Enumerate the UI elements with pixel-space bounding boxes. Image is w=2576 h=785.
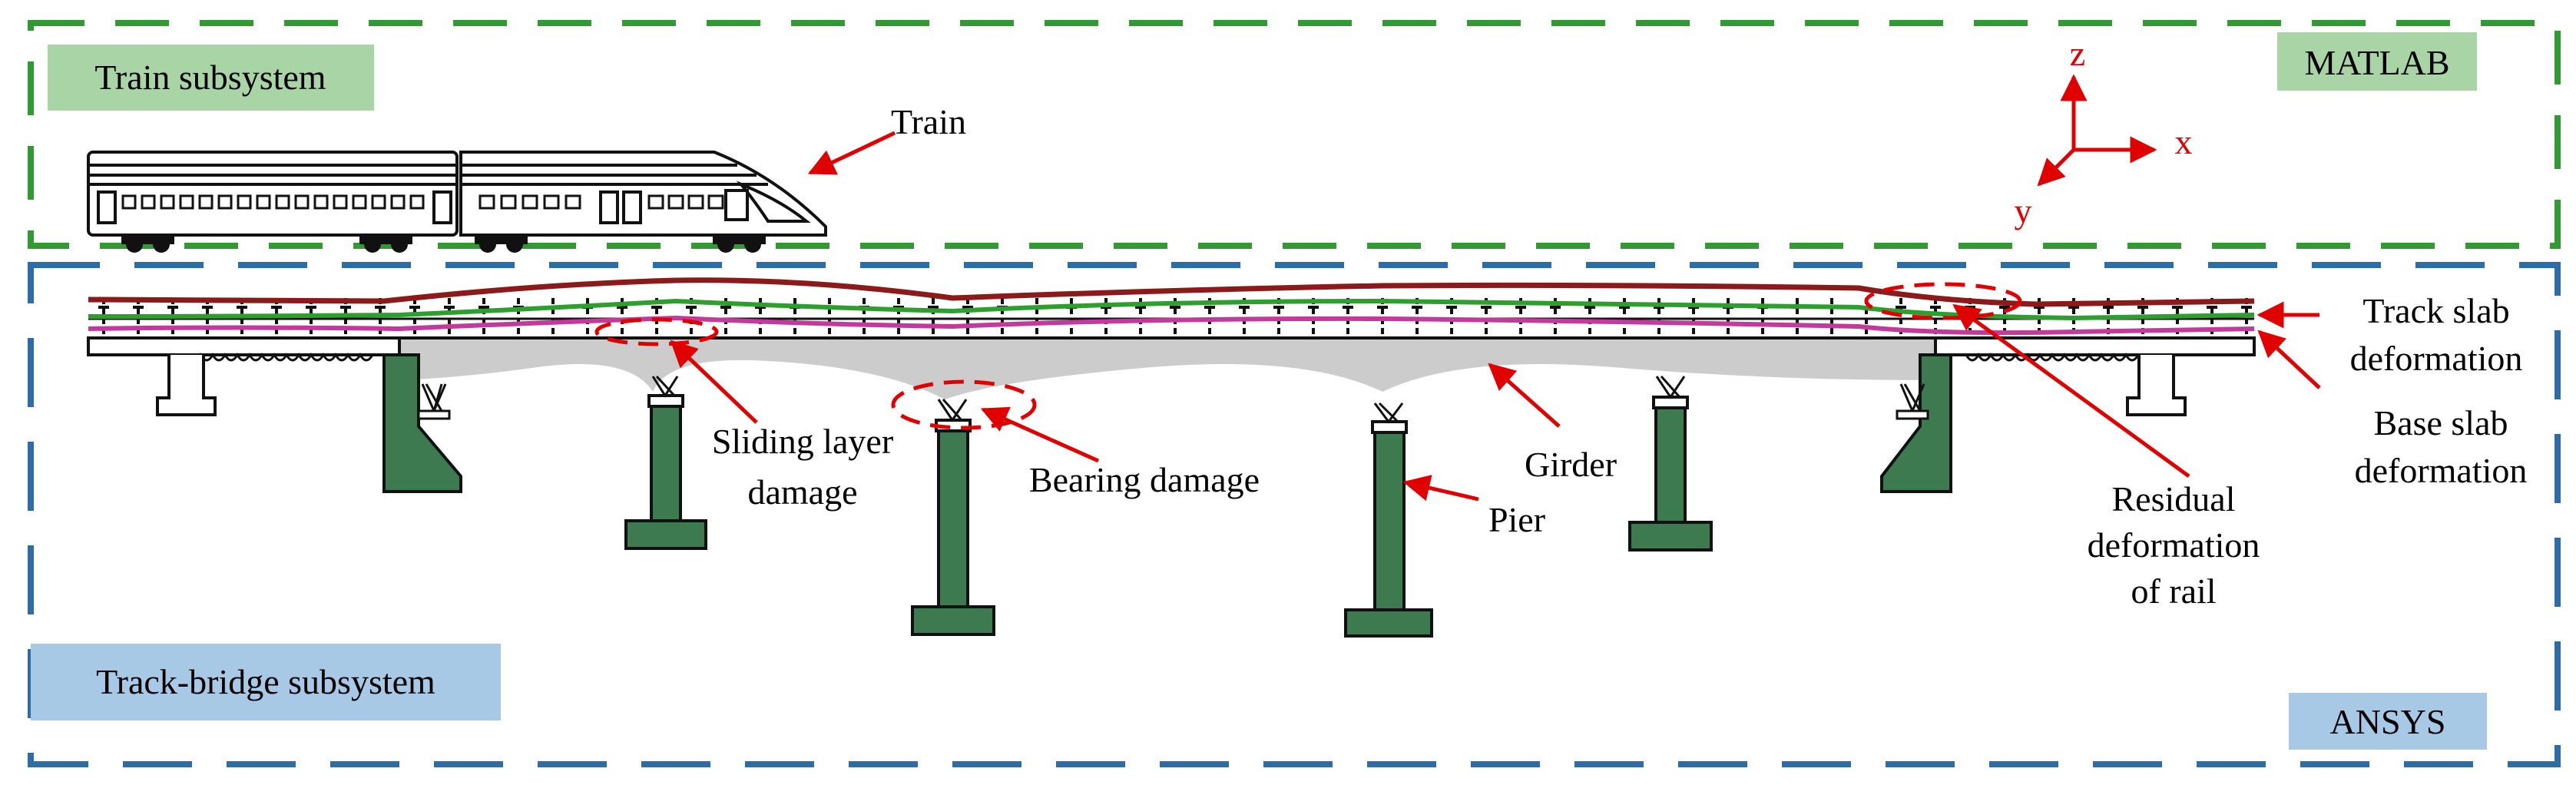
annotation-labels: Sliding layer damage Bearing damage Gird… [712, 291, 2528, 611]
track-slab-deformation-line [88, 298, 2255, 321]
ansys-label: ANSYS [2330, 702, 2446, 741]
train-window [198, 194, 214, 210]
pier-1 [624, 394, 707, 550]
bearing-damage-label: Bearing damage [1029, 460, 1260, 499]
pier-2 [911, 419, 995, 636]
train-window [256, 194, 271, 210]
train-window [179, 194, 194, 210]
train-window [121, 194, 137, 210]
bridge-subsystem-tag: Track-bridge subsystem [31, 644, 501, 720]
train-label: Train [891, 102, 966, 141]
residual-label-2: deformation [2088, 525, 2260, 565]
matlab-label: MATLAB [2304, 43, 2449, 82]
z-axis-label: z [2070, 34, 2085, 73]
train-window [313, 194, 329, 210]
fastener [444, 298, 455, 338]
fastener [375, 298, 386, 338]
fastener [1654, 298, 1664, 338]
bearings [417, 375, 1929, 424]
base-slab-label-1: Base slab [2373, 403, 2508, 442]
train-window [667, 194, 684, 210]
train-subsystem-frame [28, 20, 2561, 249]
abutment-right [1880, 353, 1952, 493]
girder [399, 338, 1935, 399]
x-axis-label: x [2175, 122, 2193, 161]
train-window [275, 194, 290, 210]
y-axis-label: y [2015, 191, 2032, 230]
fastener [755, 298, 766, 338]
fastener [1584, 298, 1595, 338]
train-window [687, 194, 704, 210]
pier-4 [1628, 396, 1713, 551]
train-window [294, 194, 310, 210]
fastener [1619, 298, 1630, 338]
train-window [543, 194, 560, 210]
rail-residual-ellipse [1864, 282, 2022, 320]
train-window [565, 194, 581, 210]
approach-span-left [87, 336, 401, 416]
train-window [352, 194, 367, 210]
train-illustration [87, 151, 827, 253]
abutment-left [382, 353, 462, 493]
fastener [409, 298, 420, 338]
coordinate-axes [2037, 74, 2157, 187]
residual-label-1: Residual [2112, 479, 2236, 518]
girder-label: Girder [1525, 445, 1617, 484]
matlab-tag: MATLAB [2277, 32, 2477, 91]
fastener [1515, 298, 1526, 338]
train-window [160, 194, 175, 210]
train-window [333, 194, 348, 210]
sliding-layer-damage-ellipse [594, 317, 719, 346]
sliding-layer-label-1: Sliding layer [712, 422, 893, 461]
fastener [962, 298, 973, 338]
train-window [500, 194, 517, 210]
train-window [390, 194, 406, 210]
fastener [1135, 298, 1146, 338]
train-arrow [807, 131, 896, 175]
train-window [478, 194, 495, 210]
residual-label-3: of rail [2131, 571, 2216, 611]
train-subsystem-label: Train subsystem [94, 58, 326, 97]
track-slab-label-2: deformation [2350, 339, 2523, 378]
annotation-arrows [670, 301, 2321, 502]
rail-deformation-line [88, 277, 2255, 307]
ansys-tag: ANSYS [2289, 693, 2487, 750]
fastener [306, 298, 316, 338]
bearing-damage-ellipse [891, 379, 1037, 430]
pier-3 [1344, 420, 1433, 638]
bridge-subsystem-frame [28, 262, 2561, 767]
track-slab-label-1: Track slab [2362, 291, 2509, 330]
base-slab-label-2: deformation [2355, 451, 2528, 490]
approach-span-right [1934, 336, 2256, 416]
train-window [647, 194, 664, 210]
train-subsystem-tag: Train subsystem [48, 45, 374, 111]
train-window [409, 194, 425, 210]
train-window [217, 194, 233, 210]
fastener [340, 298, 351, 338]
pier-label: Pier [1488, 500, 1545, 539]
train-windows [121, 194, 724, 210]
train-window [237, 194, 252, 210]
train-window [707, 194, 724, 210]
bridge-subsystem-label: Track-bridge subsystem [96, 662, 435, 701]
sliding-layer-label-2: damage [747, 472, 857, 512]
base-slab-deformation-line [88, 315, 2255, 336]
fastener [2241, 298, 2252, 338]
train-window [141, 194, 156, 210]
train-window [521, 194, 538, 210]
fastener [1550, 298, 1561, 338]
train-window [371, 194, 386, 210]
fastener [478, 298, 489, 338]
fastener [928, 298, 939, 338]
